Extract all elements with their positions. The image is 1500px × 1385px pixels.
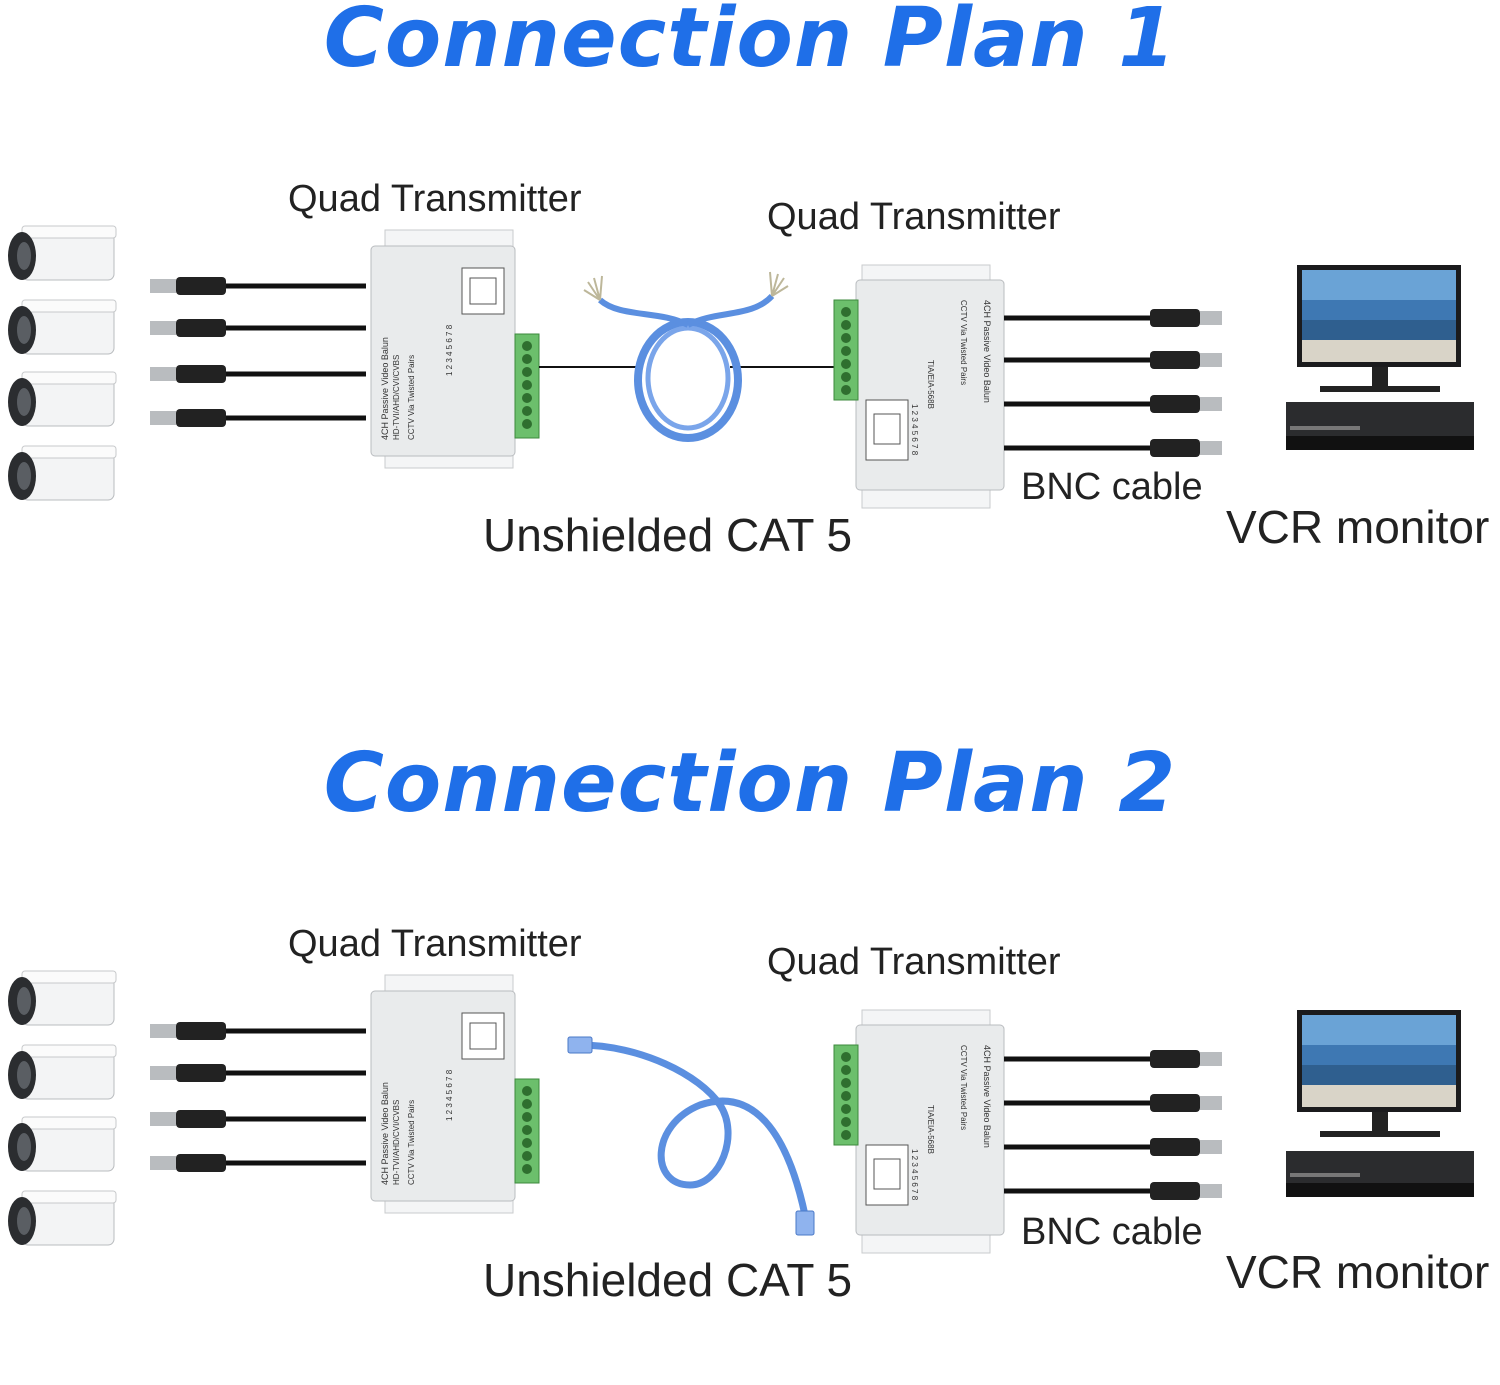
quad-transmitter-left: 4CH Passive Video Balun HD-TVI/AHD/CVI/C…: [370, 229, 540, 469]
connection-diagram: 4CH Passive Video Balun HD-TVI/AHD/CVI/C…: [8, 225, 1474, 509]
device-standard-text: TIA/EIA-568B: [926, 1105, 935, 1154]
cat5-patch-cable: [567, 1036, 815, 1236]
bnc-connector-icon: [1004, 351, 1222, 369]
right-transmitter-label: Quad Transmitter: [767, 196, 1061, 238]
terminal-block: [514, 1078, 540, 1184]
bnc-cable-label: BNC cable: [1021, 1211, 1203, 1253]
bnc-connector-icon: [1004, 1094, 1222, 1112]
left-transmitter-label: Quad Transmitter: [288, 923, 582, 965]
bnc-connector-icon: [1004, 1050, 1222, 1068]
connection-diagram: 4CH Passive Video Balun HD-TVI/AHD/CVI/C…: [8, 970, 1474, 1254]
device-model-text: 4CH Passive Video Balun: [982, 1045, 992, 1148]
camera-group: [8, 225, 117, 501]
device-via-text: CCTV Via Twisted Pairs: [407, 355, 416, 440]
bnc-connector-icon: [150, 1022, 366, 1040]
cat5-cable-label: Unshielded CAT 5: [483, 1254, 853, 1306]
device-pins-text: 1 2 3 4 5 6 7 8: [910, 404, 919, 456]
camera-icon: [8, 445, 117, 501]
device-pins-text: 1 2 3 4 5 6 7 8: [910, 1149, 919, 1201]
device-standard-text: TIA/EIA-568B: [926, 360, 935, 409]
plan-title: Connection Plan 2: [323, 736, 1177, 831]
monitor-icon: [1297, 1010, 1461, 1137]
device-via-text: CCTV Via Twisted Pairs: [959, 300, 968, 385]
bnc-cable-group-right: [1004, 309, 1222, 457]
quad-transmitter-right: 4CH Passive Video Balun CCTV Via Twisted…: [833, 1009, 1005, 1254]
cat5-cable: [539, 271, 835, 442]
left-transmitter-label: Quad Transmitter: [288, 178, 582, 220]
bnc-cable-group-right: [1004, 1050, 1222, 1200]
camera-icon: [8, 970, 117, 1026]
device-formats-text: HD-TVI/AHD/CVI/CVBS: [392, 355, 401, 440]
terminal-block: [514, 333, 540, 439]
terminal-block: [833, 1044, 859, 1146]
device-model-text: 4CH Passive Video Balun: [982, 300, 992, 403]
bnc-connector-icon: [150, 409, 366, 427]
bnc-connector-icon: [150, 1064, 366, 1082]
dvr-recorder-icon: [1286, 1151, 1474, 1197]
camera-icon: [8, 1116, 117, 1172]
device-via-text: CCTV Via Twisted Pairs: [407, 1100, 416, 1185]
device-pins-text: 1 2 3 4 5 6 7 8: [445, 1069, 454, 1121]
vcr-monitor-label: VCR monitor: [1226, 1246, 1490, 1298]
camera-icon: [8, 225, 117, 281]
bnc-cable-group-left: [150, 1022, 366, 1172]
cat5-cable-label: Unshielded CAT 5: [483, 509, 853, 561]
camera-group: [8, 970, 117, 1246]
quad-transmitter-right: 4CH Passive Video Balun CCTV Via Twisted…: [833, 264, 1005, 509]
connection-plan-1: Connection Plan 1: [0, 0, 1500, 640]
device-via-text: CCTV Via Twisted Pairs: [959, 1045, 968, 1130]
camera-icon: [8, 1044, 117, 1100]
vcr-monitor-label: VCR monitor: [1226, 501, 1490, 553]
bnc-connector-icon: [150, 1154, 366, 1172]
camera-icon: [8, 299, 117, 355]
device-pins-text: 1 2 3 4 5 6 7 8: [445, 324, 454, 376]
device-formats-text: HD-TVI/AHD/CVI/CVBS: [392, 1100, 401, 1185]
bnc-connector-icon: [1004, 1138, 1222, 1156]
plan-title: Connection Plan 1: [323, 0, 1177, 86]
monitor-icon: [1297, 265, 1461, 392]
right-transmitter-label: Quad Transmitter: [767, 941, 1061, 983]
quad-transmitter-left: 4CH Passive Video Balun HD-TVI/AHD/CVI/C…: [370, 974, 540, 1214]
camera-icon: [8, 1190, 117, 1246]
bnc-cable-label: BNC cable: [1021, 466, 1203, 508]
bnc-connector-icon: [150, 1110, 366, 1128]
camera-icon: [8, 371, 117, 427]
connection-plan-2: Connection Plan 2: [0, 736, 1500, 1385]
bnc-connector-icon: [150, 277, 366, 295]
bnc-cable-group-left: [150, 277, 366, 427]
bnc-connector-icon: [150, 365, 366, 383]
dvr-recorder-icon: [1286, 402, 1474, 450]
bnc-connector-icon: [1004, 395, 1222, 413]
device-model-text: 4CH Passive Video Balun: [380, 1082, 390, 1185]
device-model-text: 4CH Passive Video Balun: [380, 337, 390, 440]
bnc-connector-icon: [150, 319, 366, 337]
bnc-connector-icon: [1004, 1182, 1222, 1200]
bnc-connector-icon: [1004, 309, 1222, 327]
terminal-block: [833, 299, 859, 401]
bnc-connector-icon: [1004, 439, 1222, 457]
